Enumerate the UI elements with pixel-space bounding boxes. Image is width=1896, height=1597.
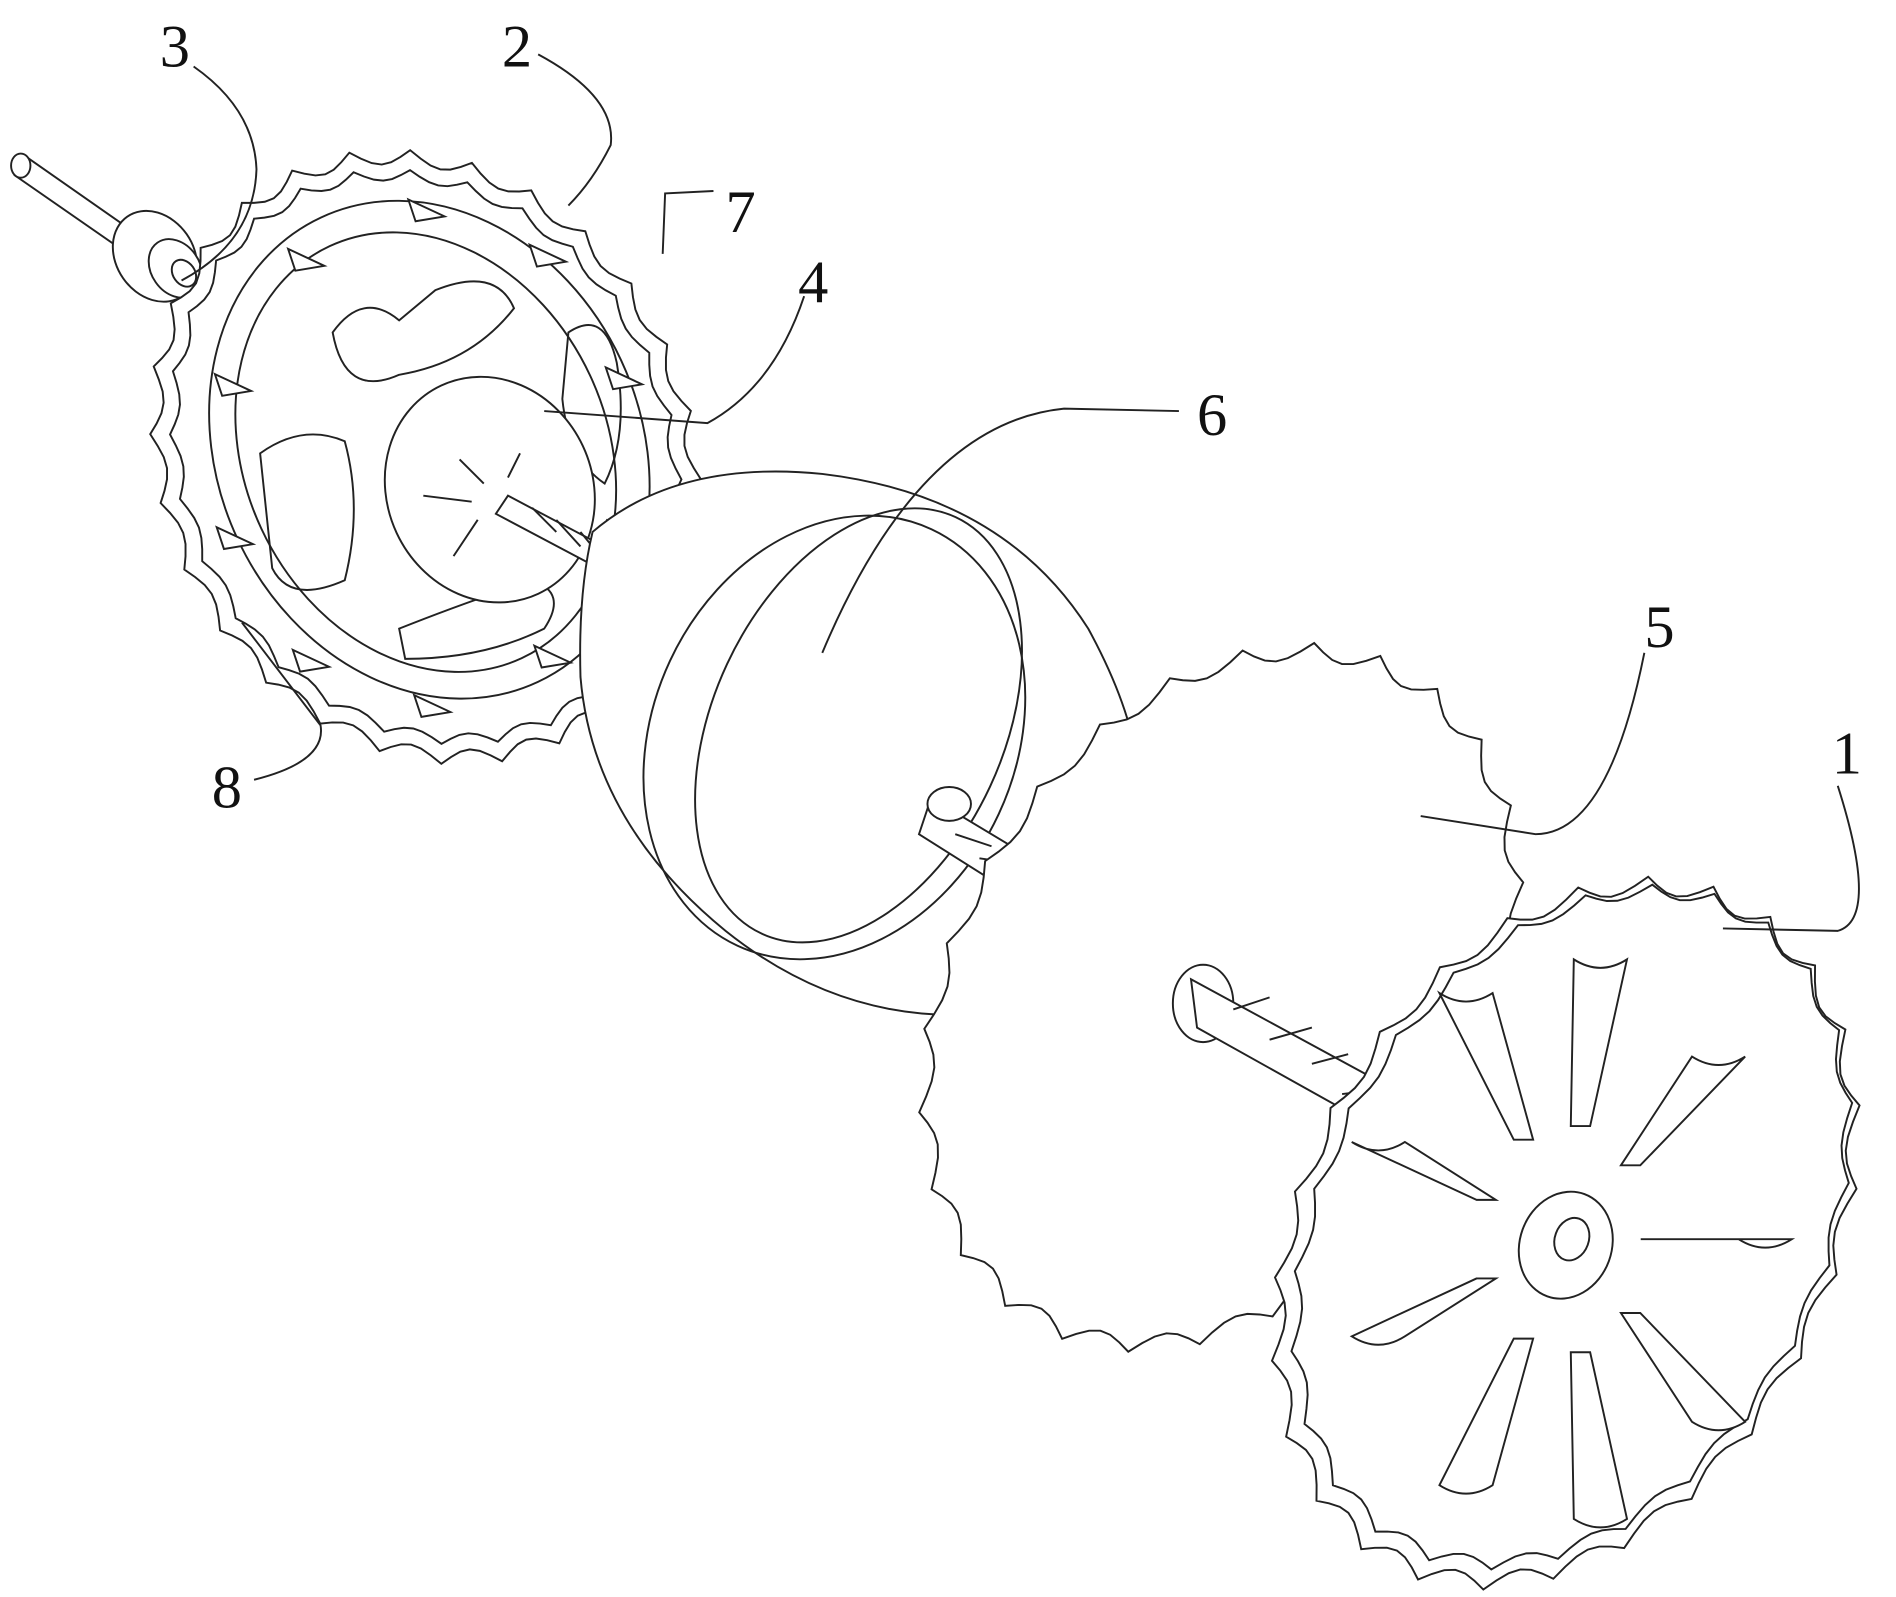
label-part-3: 3 [160,13,190,80]
label-part-2: 2 [502,13,532,80]
disc-slot [1438,1337,1535,1495]
hub-part-4 [383,375,596,604]
blade-part-7 [604,365,646,391]
blade-part-7 [286,247,328,272]
disc-slot [1349,1277,1500,1346]
label-part-4: 4 [798,249,828,316]
disc-slot [1569,957,1629,1128]
disc-slot [1640,1238,1796,1249]
disc-slot [1569,1351,1629,1529]
disc-slot [1351,1140,1500,1201]
disc-slot [1619,1312,1747,1432]
blade-part-7 [213,372,255,397]
disc-slot [1436,990,1535,1141]
label-part-5: 5 [1644,594,1674,661]
blade-part-7 [412,693,454,718]
leader-lines [181,53,1860,932]
blade-part-7 [532,643,574,669]
label-part-1: 1 [1832,721,1862,788]
disc-slot [1619,1055,1746,1167]
front-disc-part-2 [149,148,703,766]
shaft-part-3 [10,152,250,331]
label-part-7: 7 [726,179,756,246]
label-part-6: 6 [1197,382,1227,449]
blade-part-7 [215,525,257,551]
rear-disc-part-1 [1270,875,1861,1591]
label-part-8: 8 [212,755,242,822]
blade-part-7 [406,197,448,223]
blade-part-7 [528,242,570,268]
blade-part-7 [291,648,333,673]
